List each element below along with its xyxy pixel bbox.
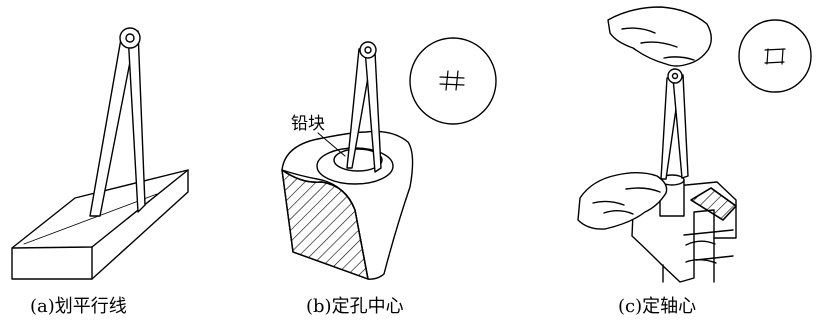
shaft [659, 174, 685, 217]
divider-caliper-b [346, 41, 382, 173]
lead-block-label: 铅块 [291, 114, 325, 134]
divider-caliper-a [89, 27, 146, 217]
v-block-fixture [631, 181, 737, 283]
caption-shaft-center: (c)定轴心 [618, 296, 697, 317]
lead-block-leader [317, 132, 346, 157]
caption-parallel-lines: (a)划平行线 [30, 296, 127, 317]
scene-b-hole-center [281, 37, 497, 280]
caption-hole-center: (b)定孔中心 [306, 296, 404, 317]
detail-circle-b [409, 37, 497, 125]
divider-caliper-c [660, 68, 689, 180]
holding-hand-upper [607, 6, 712, 67]
holding-hand-lower [577, 172, 668, 230]
scene-c-shaft-center [577, 6, 812, 283]
scene-a-parallel-lines [11, 27, 189, 280]
detail-circle-c [738, 19, 812, 93]
workpiece-block [281, 130, 414, 280]
